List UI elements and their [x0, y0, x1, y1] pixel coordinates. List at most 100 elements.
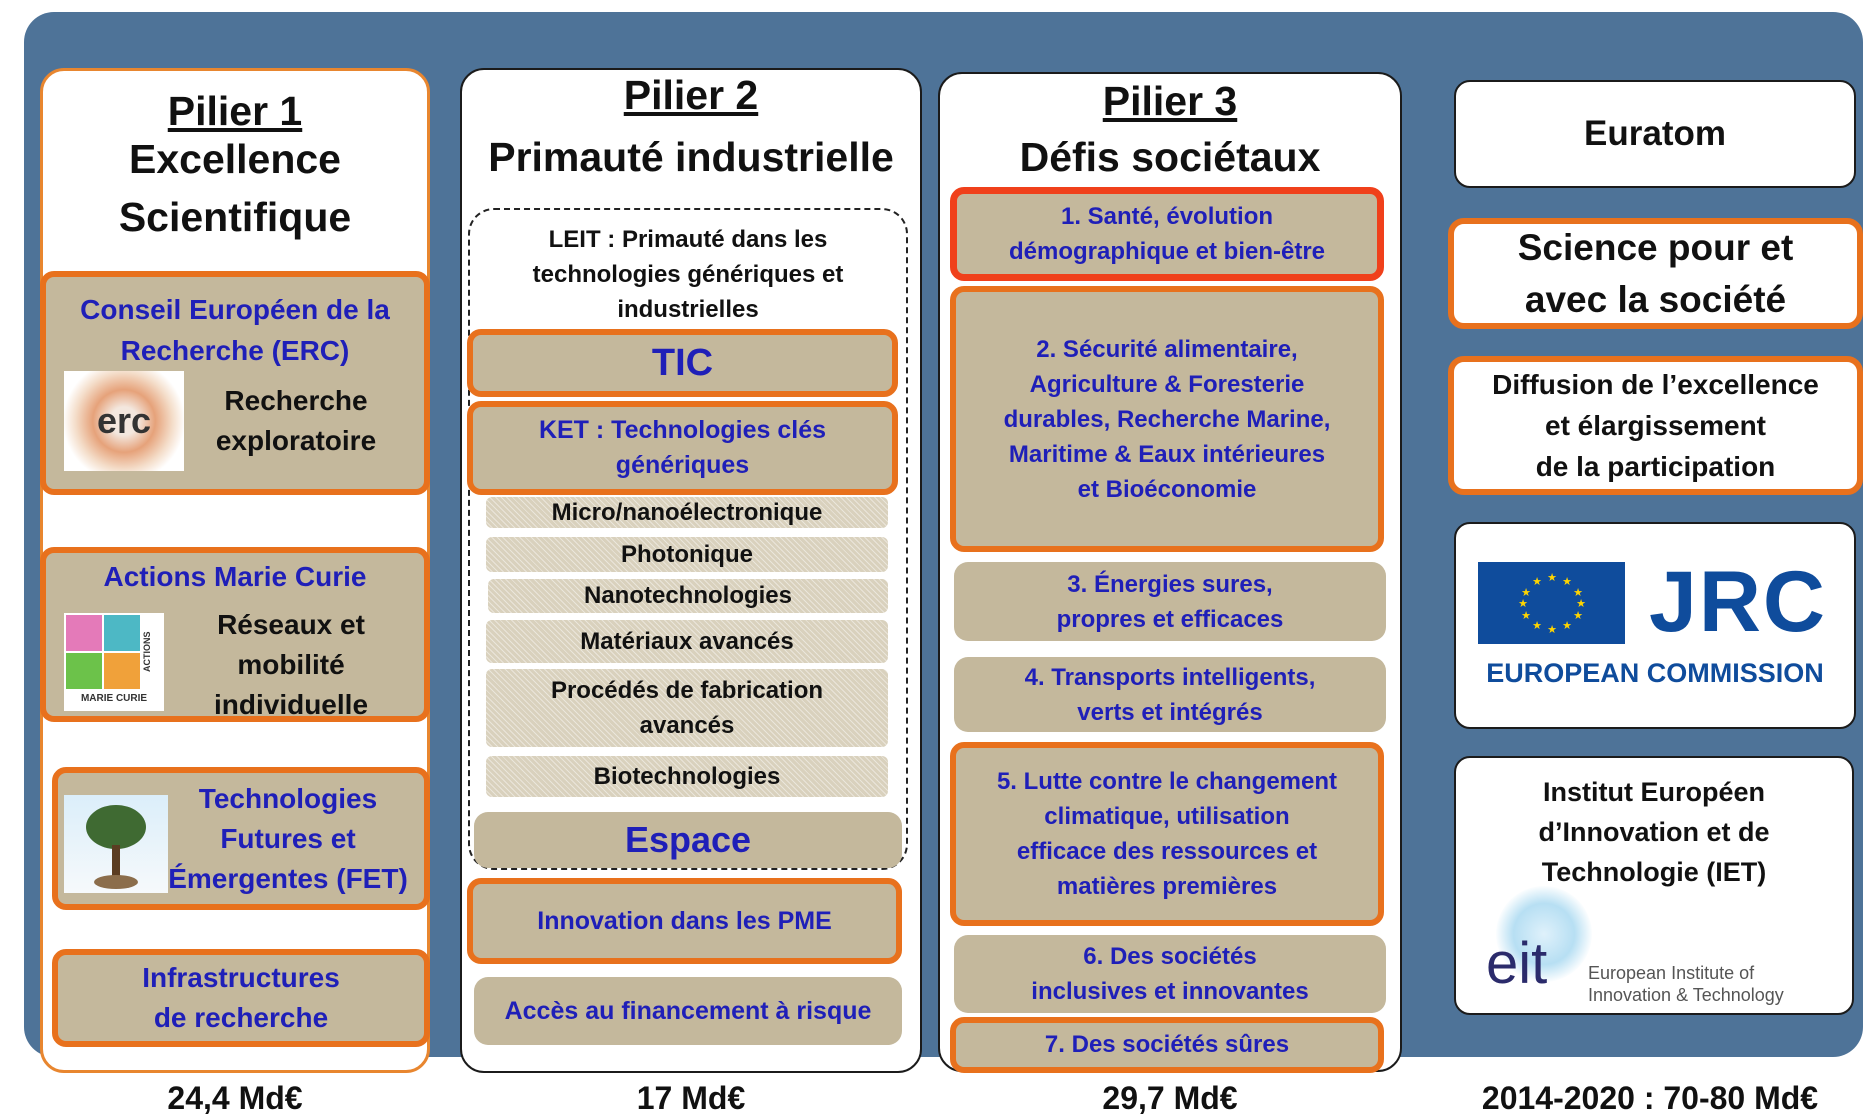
mc-logo-side-text: ACTIONS — [142, 631, 152, 673]
challenge-2[interactable]: 2. Sécurité alimentaire, Agriculture & F… — [950, 286, 1384, 552]
leit-group — [468, 208, 908, 870]
pillar-3-budget: 29,7 Md€ — [1102, 1080, 1238, 1116]
tree-roots — [94, 875, 138, 889]
pillar-3-title: Pilier 3 — [938, 72, 1402, 130]
erc-logo-text: erc — [96, 400, 152, 441]
pme-box[interactable]: Innovation dans les PME — [467, 878, 902, 964]
challenge-5[interactable]: 5. Lutte contre le changement climatique… — [950, 742, 1384, 926]
ket-item-label: Micro/nanoélectronique — [551, 498, 823, 526]
svg-text:★: ★ — [1532, 575, 1542, 588]
challenge-label: 2. Sécurité alimentaire, Agriculture & F… — [1003, 335, 1331, 503]
diffusion-label: Diffusion de l’excellence et élargisseme… — [1492, 369, 1819, 482]
tic-box[interactable]: TIC — [467, 329, 898, 397]
mc-logo-tile — [104, 653, 140, 689]
ket-item-label: Photonique — [621, 540, 753, 568]
erc-box[interactable]: Conseil Européen de la Recherche (ERC) e… — [40, 271, 430, 495]
challenge-label: 4. Transports intelligents, verts et int… — [1024, 663, 1316, 726]
svg-text:★: ★ — [1532, 619, 1542, 632]
tree-crown — [86, 805, 146, 849]
challenge-1[interactable]: 1. Santé, évolution démographique et bie… — [950, 187, 1384, 281]
mc-logo-bottom-text: MARIE CURIE — [80, 693, 148, 704]
eu-flag-icon: ★★★ ★★★ ★★★ ★★★ — [1478, 562, 1625, 644]
ket-item-label: Nanotechnologies — [583, 582, 793, 609]
eu-stars-icon: ★★★ ★★★ ★★★ ★★★ — [1518, 571, 1586, 636]
risk-finance-box[interactable]: Accès au financement à risque — [474, 977, 902, 1045]
pillar-1-budget: 24,4 Md€ — [167, 1080, 303, 1116]
euratom-label: Euratom — [1584, 114, 1726, 153]
fet-box[interactable]: Technologies Futures et Émergentes (FET) — [52, 767, 430, 910]
pillar-2-subtitle: Primauté industrielle — [488, 134, 894, 180]
svg-text:★: ★ — [1547, 571, 1557, 584]
ket-item[interactable]: Matériaux avancés — [486, 620, 888, 663]
infrastructures-box[interactable]: Infrastructures de recherche — [52, 949, 430, 1047]
pillar-3-subtitle: Défis sociétaux — [1019, 134, 1321, 180]
ket-item-label: Matériaux avancés — [580, 627, 794, 655]
mc-logo-tile — [66, 615, 102, 651]
ket-item[interactable]: Micro/nanoélectronique — [486, 497, 888, 528]
ket-item[interactable]: Nanotechnologies — [488, 579, 888, 613]
ket-item[interactable]: Biotechnologies — [486, 756, 888, 797]
marie-curie-text: Réseaux et mobilité individuelle — [213, 609, 369, 720]
pillar-2-budget: 17 Md€ — [636, 1080, 746, 1116]
challenge-3[interactable]: 3. Énergies sures, propres et efficaces — [954, 562, 1386, 641]
diffusion-box[interactable]: Diffusion de l’excellence et élargisseme… — [1448, 356, 1863, 495]
marie-curie-logo: ACTIONS MARIE CURIE — [64, 613, 164, 711]
mc-logo-tile — [66, 653, 102, 689]
pillar-1-heading: Pilier 1 — [167, 88, 303, 134]
science-society-box[interactable]: Science pour et avec la société — [1448, 218, 1863, 329]
challenge-label: 6. Des sociétés inclusives et innovantes — [1031, 943, 1309, 1005]
jrc-box[interactable]: ★★★ ★★★ ★★★ ★★★ JRC EUROPEAN COMMISSION — [1454, 522, 1856, 729]
eit-caption: European Institute of Innovation & Techn… — [1588, 963, 1784, 1005]
svg-text:★: ★ — [1547, 623, 1557, 636]
erc-text: Recherche exploratoire — [215, 385, 377, 456]
fet-text: Technologies Futures et Émergentes (FET) — [168, 782, 408, 894]
pillar-2-heading: Pilier 2 — [623, 72, 759, 118]
svg-text:★: ★ — [1573, 586, 1583, 599]
pillar-3-heading: Pilier 3 — [1102, 78, 1238, 124]
jrc-logo-text: JRC — [1649, 554, 1828, 650]
challenge-label: 7. Des sociétés sûres — [1044, 1031, 1290, 1058]
euratom-box[interactable]: Euratom — [1454, 80, 1856, 188]
ket-item-label: Biotechnologies — [593, 762, 781, 790]
risk-finance-label: Accès au financement à risque — [504, 996, 872, 1025]
eit-logo-text: eit — [1486, 931, 1548, 996]
svg-text:★: ★ — [1518, 597, 1528, 610]
erc-logo: erc — [64, 371, 184, 471]
ket-item[interactable]: Procédés de fabrication avancés — [486, 669, 888, 747]
marie-curie-title: Actions Marie Curie — [103, 561, 367, 592]
svg-text:★: ★ — [1521, 586, 1531, 599]
challenge-7[interactable]: 7. Des sociétés sûres — [950, 1017, 1384, 1073]
science-society-label: Science pour et avec la société — [1517, 226, 1794, 320]
erc-title: Conseil Européen de la Recherche (ERC) — [80, 294, 390, 366]
mc-logo-tile — [104, 615, 140, 651]
leit-text: LEIT : Primauté dans les technologies gé… — [532, 226, 844, 323]
tic-label: TIC — [651, 341, 714, 384]
challenge-label: 5. Lutte contre le changement climatique… — [996, 768, 1338, 900]
svg-text:★: ★ — [1521, 609, 1531, 622]
challenge-label: 3. Énergies sures, propres et efficaces — [1056, 570, 1284, 633]
challenge-4[interactable]: 4. Transports intelligents, verts et int… — [954, 657, 1386, 732]
svg-text:★: ★ — [1576, 597, 1586, 610]
jrc-caption: EUROPEAN COMMISSION — [1486, 658, 1824, 688]
pillar-1-subtitle: Excellence Scientifique — [118, 136, 352, 240]
espace-label: Espace — [624, 819, 752, 860]
espace-box[interactable]: Espace — [474, 812, 902, 868]
infrastructures-text: Infrastructures de recherche — [142, 962, 340, 1033]
challenge-6[interactable]: 6. Des sociétés inclusives et innovantes — [954, 935, 1386, 1013]
iet-label: Institut Européen d’Innovation et de Tec… — [1538, 777, 1770, 887]
pillar-1-title: Pilier 1 — [40, 82, 430, 140]
ket-item[interactable]: Photonique — [486, 537, 888, 572]
ket-item-label: Procédés de fabrication avancés — [550, 677, 824, 739]
svg-text:★: ★ — [1562, 575, 1572, 588]
tree-icon — [64, 795, 168, 893]
ket-box[interactable]: KET : Technologies clés génériques — [467, 401, 898, 495]
total-budget: 2014-2020 : 70-80 Md€ — [1481, 1080, 1819, 1116]
marie-curie-box[interactable]: Actions Marie Curie ACTIONS MARIE CURIE … — [40, 547, 430, 722]
pillar-2-title: Pilier 2 — [460, 66, 922, 124]
svg-text:★: ★ — [1573, 609, 1583, 622]
iet-box[interactable]: Institut Européen d’Innovation et de Tec… — [1454, 756, 1854, 1015]
eit-logo-glow — [1496, 886, 1592, 982]
pme-label: Innovation dans les PME — [537, 906, 832, 935]
svg-text:★: ★ — [1562, 619, 1572, 632]
tree-trunk — [112, 845, 120, 877]
